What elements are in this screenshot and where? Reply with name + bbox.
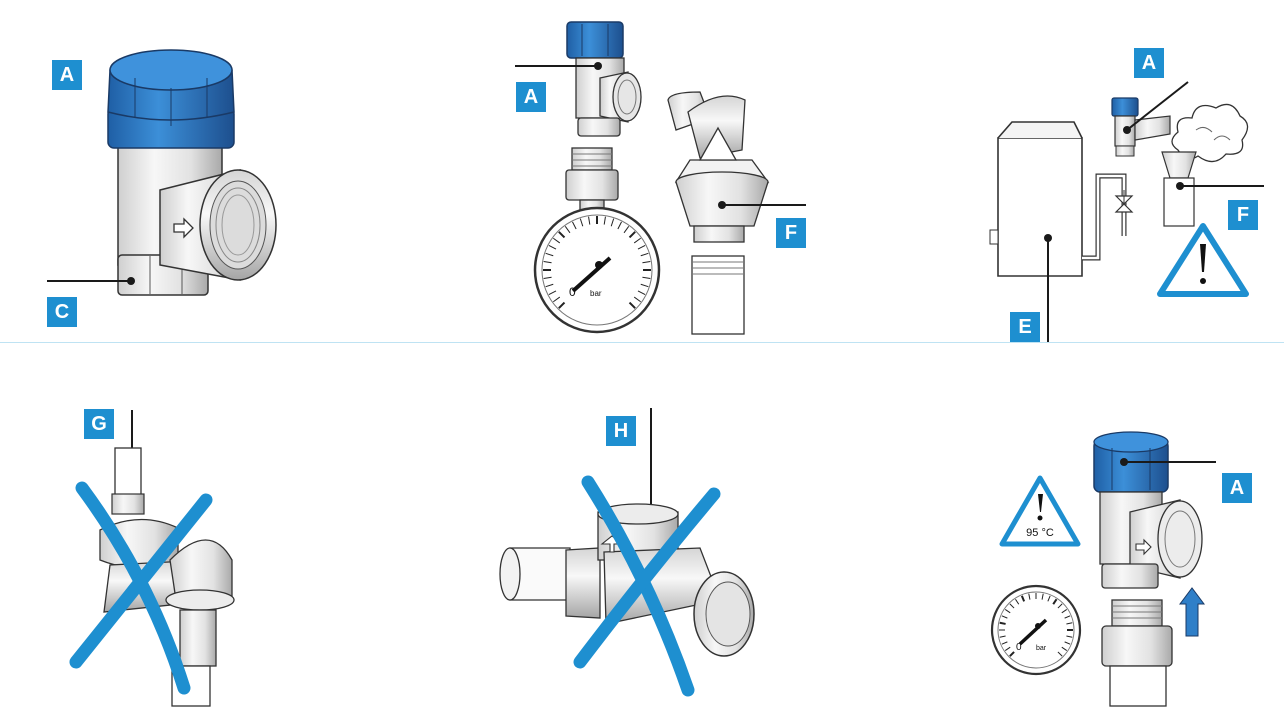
panel-wrong-install-h bbox=[500, 408, 754, 690]
gauge-zero-label: 0 bbox=[569, 285, 576, 299]
label-a-panel2: A bbox=[516, 82, 546, 112]
label-a-panel3: A bbox=[1134, 48, 1164, 78]
gauge-small-zero-label: 0 bbox=[1016, 642, 1022, 653]
label-c-panel1: C bbox=[47, 297, 77, 327]
label-a-panel1: A bbox=[52, 60, 82, 90]
small-valve-cap bbox=[567, 22, 623, 58]
gauge-unit-label: bar bbox=[590, 289, 602, 298]
up-arrow-icon bbox=[1180, 588, 1204, 636]
panel-valve-removal: 95 °C 0 bar bbox=[992, 432, 1216, 706]
label-h-panel5: H bbox=[606, 416, 636, 446]
panel-divider bbox=[0, 342, 1284, 343]
label-f-panel3: F bbox=[1228, 200, 1258, 230]
panel-boiler-install bbox=[990, 82, 1264, 342]
gauge-small-unit-label: bar bbox=[1036, 645, 1047, 652]
label-a-panel6: A bbox=[1222, 473, 1252, 503]
gauge-tick bbox=[1000, 623, 1006, 624]
boiler-tank bbox=[998, 138, 1082, 276]
warning-temperature-label: 95 °C bbox=[1026, 527, 1054, 539]
panel-wrong-install-g bbox=[76, 410, 234, 706]
label-g-panel4: G bbox=[84, 409, 114, 439]
label-e-panel3: E bbox=[1010, 312, 1040, 342]
label-f-panel2: F bbox=[776, 218, 806, 248]
panel-gauge-funnel: 0 bar bbox=[515, 22, 806, 334]
